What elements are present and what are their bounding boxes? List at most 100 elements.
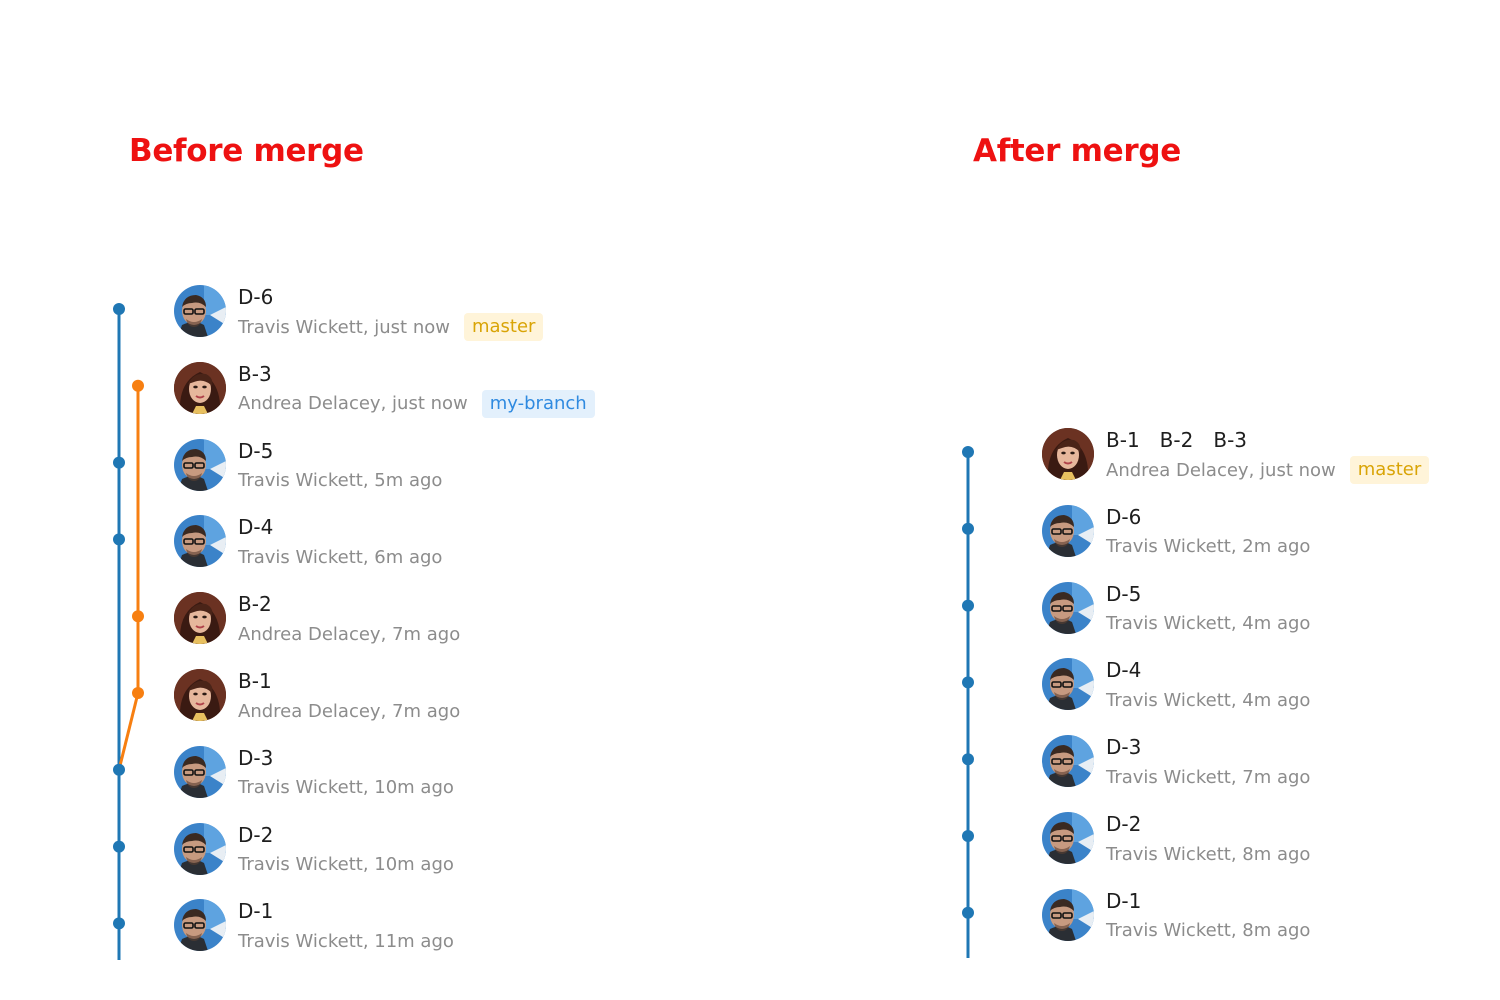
commit-meta: Travis Wickett, 8m ago [1106, 843, 1311, 865]
commit-author: Andrea Delacey [1106, 459, 1249, 481]
before-merge-heading: Before merge [129, 133, 364, 169]
commit-time: 2m ago [1242, 536, 1311, 558]
commit-node-d-2[interactable] [962, 830, 974, 842]
master-branch-badge[interactable]: master [1349, 456, 1430, 484]
commit-id: D-3 [1106, 735, 1142, 760]
travis-avatar [174, 822, 226, 875]
commit-author: Travis Wickett [1106, 843, 1231, 865]
commit-id: B-1 [238, 669, 272, 693]
andrea-avatar [174, 669, 226, 721]
travis-avatar [174, 745, 226, 798]
commit-meta: Travis Wickett, 11m ago [238, 930, 454, 952]
commit-node-b-2[interactable] [132, 610, 144, 623]
commit-title: D-5 [1106, 582, 1141, 606]
andrea-avatar [1042, 428, 1094, 480]
travis-avatar [174, 438, 226, 491]
commit-title: D-6 [238, 285, 273, 309]
commit-meta: Andrea Delacey, 7m ago [238, 623, 461, 645]
travis-avatar [174, 515, 226, 568]
commit-title: D-4 [1106, 658, 1141, 682]
commit-author: Travis Wickett [238, 930, 363, 952]
commit-title: D-2 [238, 823, 273, 847]
andrea-avatar [174, 592, 226, 645]
commit-author: Andrea Delacey [238, 700, 381, 722]
commit-author: Andrea Delacey [238, 623, 381, 645]
travis-avatar [1042, 888, 1094, 941]
travis-avatar [1042, 735, 1094, 788]
commit-node-d-6[interactable] [113, 303, 125, 315]
commit-node-d-5[interactable] [113, 456, 125, 469]
commit-id: D-5 [1106, 581, 1142, 606]
commit-id: D-1 [238, 899, 274, 924]
commit-time: just now [374, 316, 450, 338]
travis-avatar [1042, 581, 1094, 634]
commit-id: B-3 [1213, 428, 1248, 452]
commit-id: B-2 [1159, 428, 1194, 452]
after-merge-heading: After merge [973, 133, 1181, 169]
commit-node-b-3[interactable] [132, 379, 144, 392]
commit-author: Travis Wickett [238, 854, 363, 876]
commit-title: D-3 [238, 746, 273, 770]
travis-avatar [174, 899, 226, 952]
commit-author: Travis Wickett [1106, 920, 1231, 942]
commit-time: just now [1260, 459, 1336, 481]
travis-avatar [1042, 812, 1094, 864]
commit-title: B-2 [238, 592, 272, 616]
commit-author: Travis Wickett [238, 316, 363, 338]
commit-time: 4m ago [1242, 689, 1311, 711]
commit-author: Travis Wickett [1106, 536, 1231, 558]
andrea-avatar [174, 361, 226, 414]
commit-id: D-4 [238, 515, 274, 540]
travis-avatar [1042, 658, 1094, 711]
commit-meta: Andrea Delacey, 7m ago [238, 700, 461, 722]
commit-meta: Travis Wickett, 7m ago [1106, 766, 1311, 788]
commit-title: B-3 [238, 362, 272, 386]
commit-time: 7m ago [1242, 766, 1311, 788]
feature-branch-badge[interactable]: my-branch [481, 389, 595, 418]
commit-time: just now [392, 393, 468, 415]
commit-time: 6m ago [374, 546, 443, 568]
commit-node-d-3[interactable] [113, 763, 125, 776]
commit-time: 4m ago [1242, 613, 1311, 635]
commit-id: D-3 [238, 745, 274, 770]
commit-meta: Travis Wickett, 4m ago [1106, 689, 1311, 711]
commit-node-b-1[interactable] [962, 446, 974, 458]
commit-node-d-1[interactable] [113, 917, 125, 930]
commit-time: 11m ago [374, 930, 454, 952]
commit-time: 5m ago [374, 470, 443, 492]
commit-title: D-6 [1106, 505, 1141, 529]
commit-title: D-2 [1106, 812, 1141, 836]
commit-id: D-6 [238, 285, 274, 309]
commit-id: D-2 [238, 822, 274, 847]
commit-time: 7m ago [392, 623, 461, 645]
commit-node-d-4[interactable] [113, 533, 125, 546]
commit-node-d-2[interactable] [113, 840, 125, 853]
commit-author: Travis Wickett [1106, 613, 1231, 635]
commit-meta: Travis Wickett, 2m ago [1106, 536, 1311, 558]
commit-time: 7m ago [392, 700, 461, 722]
commit-node-d-3[interactable] [962, 753, 974, 766]
commit-title: D-1 [1106, 889, 1141, 913]
commit-node-d-6[interactable] [962, 522, 974, 535]
travis-avatar [1042, 504, 1094, 557]
travis-avatar [174, 285, 226, 337]
commit-meta: Travis Wickett, 4m ago [1106, 613, 1311, 635]
commit-title: B-1 [238, 669, 272, 693]
commit-meta: Travis Wickett, 8m ago [1106, 920, 1311, 942]
commit-time: 8m ago [1242, 843, 1311, 865]
master-branch-badge[interactable]: master [463, 313, 544, 341]
commit-title: D-5 [238, 439, 273, 463]
commit-id: D-4 [1106, 658, 1142, 683]
commit-node-d-4[interactable] [962, 676, 974, 689]
commit-node-d-5[interactable] [962, 599, 974, 612]
commit-meta: Travis Wickett, 6m ago [238, 546, 443, 568]
commit-time: 10m ago [374, 854, 454, 876]
commit-author: Travis Wickett [238, 546, 363, 568]
commit-meta: Travis Wickett, 10m ago [238, 854, 454, 876]
commit-node-b-1[interactable] [132, 687, 144, 699]
commit-author: Travis Wickett [1106, 689, 1231, 711]
commit-node-d-1[interactable] [962, 906, 974, 919]
